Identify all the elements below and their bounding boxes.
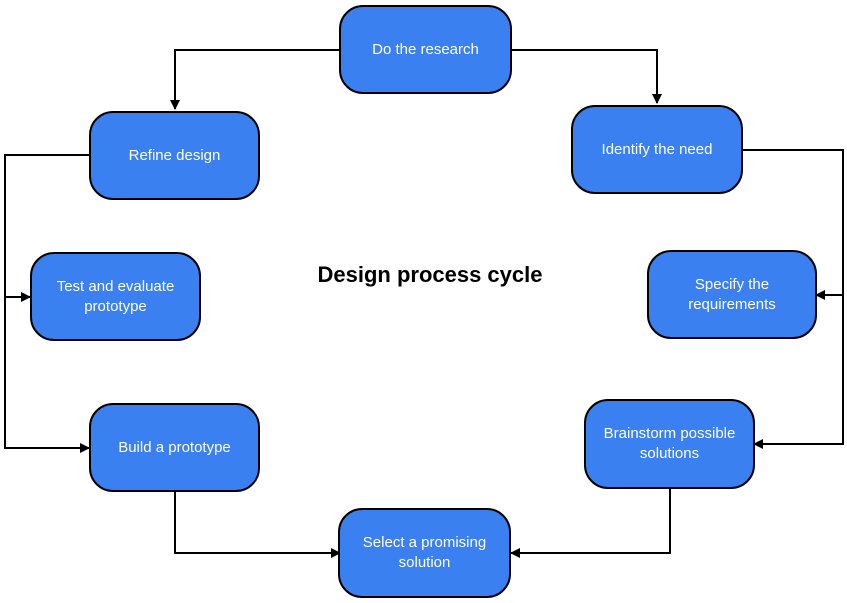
step-brainstorm-possible-solutions: Brainstorm possible solutions bbox=[584, 399, 755, 489]
connector-research-to-refine bbox=[170, 49, 339, 110]
connector-refine-to-build bbox=[4, 154, 90, 453]
step-select-a-promising-solution: Select a promising solution bbox=[338, 508, 511, 598]
step-test-and-evaluate-prototype: Test and evaluate prototype bbox=[30, 252, 201, 341]
connector-research-to-identify bbox=[512, 49, 662, 104]
step-label: Refine design bbox=[128, 146, 221, 164]
step-label: Do the research bbox=[372, 40, 479, 58]
step-do-the-research: Do the research bbox=[339, 5, 512, 94]
step-label: Specify the requirements bbox=[688, 275, 776, 313]
step-label: Brainstorm possible solutions bbox=[603, 425, 736, 462]
step-label: Identify the need bbox=[601, 140, 713, 158]
connector-brainstorm-to-select bbox=[510, 489, 671, 558]
step-build-a-prototype: Build a prototype bbox=[89, 403, 260, 492]
step-identify-the-need: Identify the need bbox=[571, 105, 743, 194]
diagram-title: Design process cycle bbox=[317, 262, 543, 287]
step-specify-the-requirements: Specify the requirements bbox=[647, 250, 817, 339]
step-label: Build a prototype bbox=[118, 438, 231, 456]
step-label: Select a promising solution bbox=[362, 534, 487, 571]
step-refine-design: Refine design bbox=[89, 111, 260, 200]
connector-identify-to-brainstorm bbox=[742, 149, 844, 449]
step-label: Test and evaluate prototype bbox=[56, 277, 175, 315]
connector-build-to-select bbox=[174, 491, 341, 558]
